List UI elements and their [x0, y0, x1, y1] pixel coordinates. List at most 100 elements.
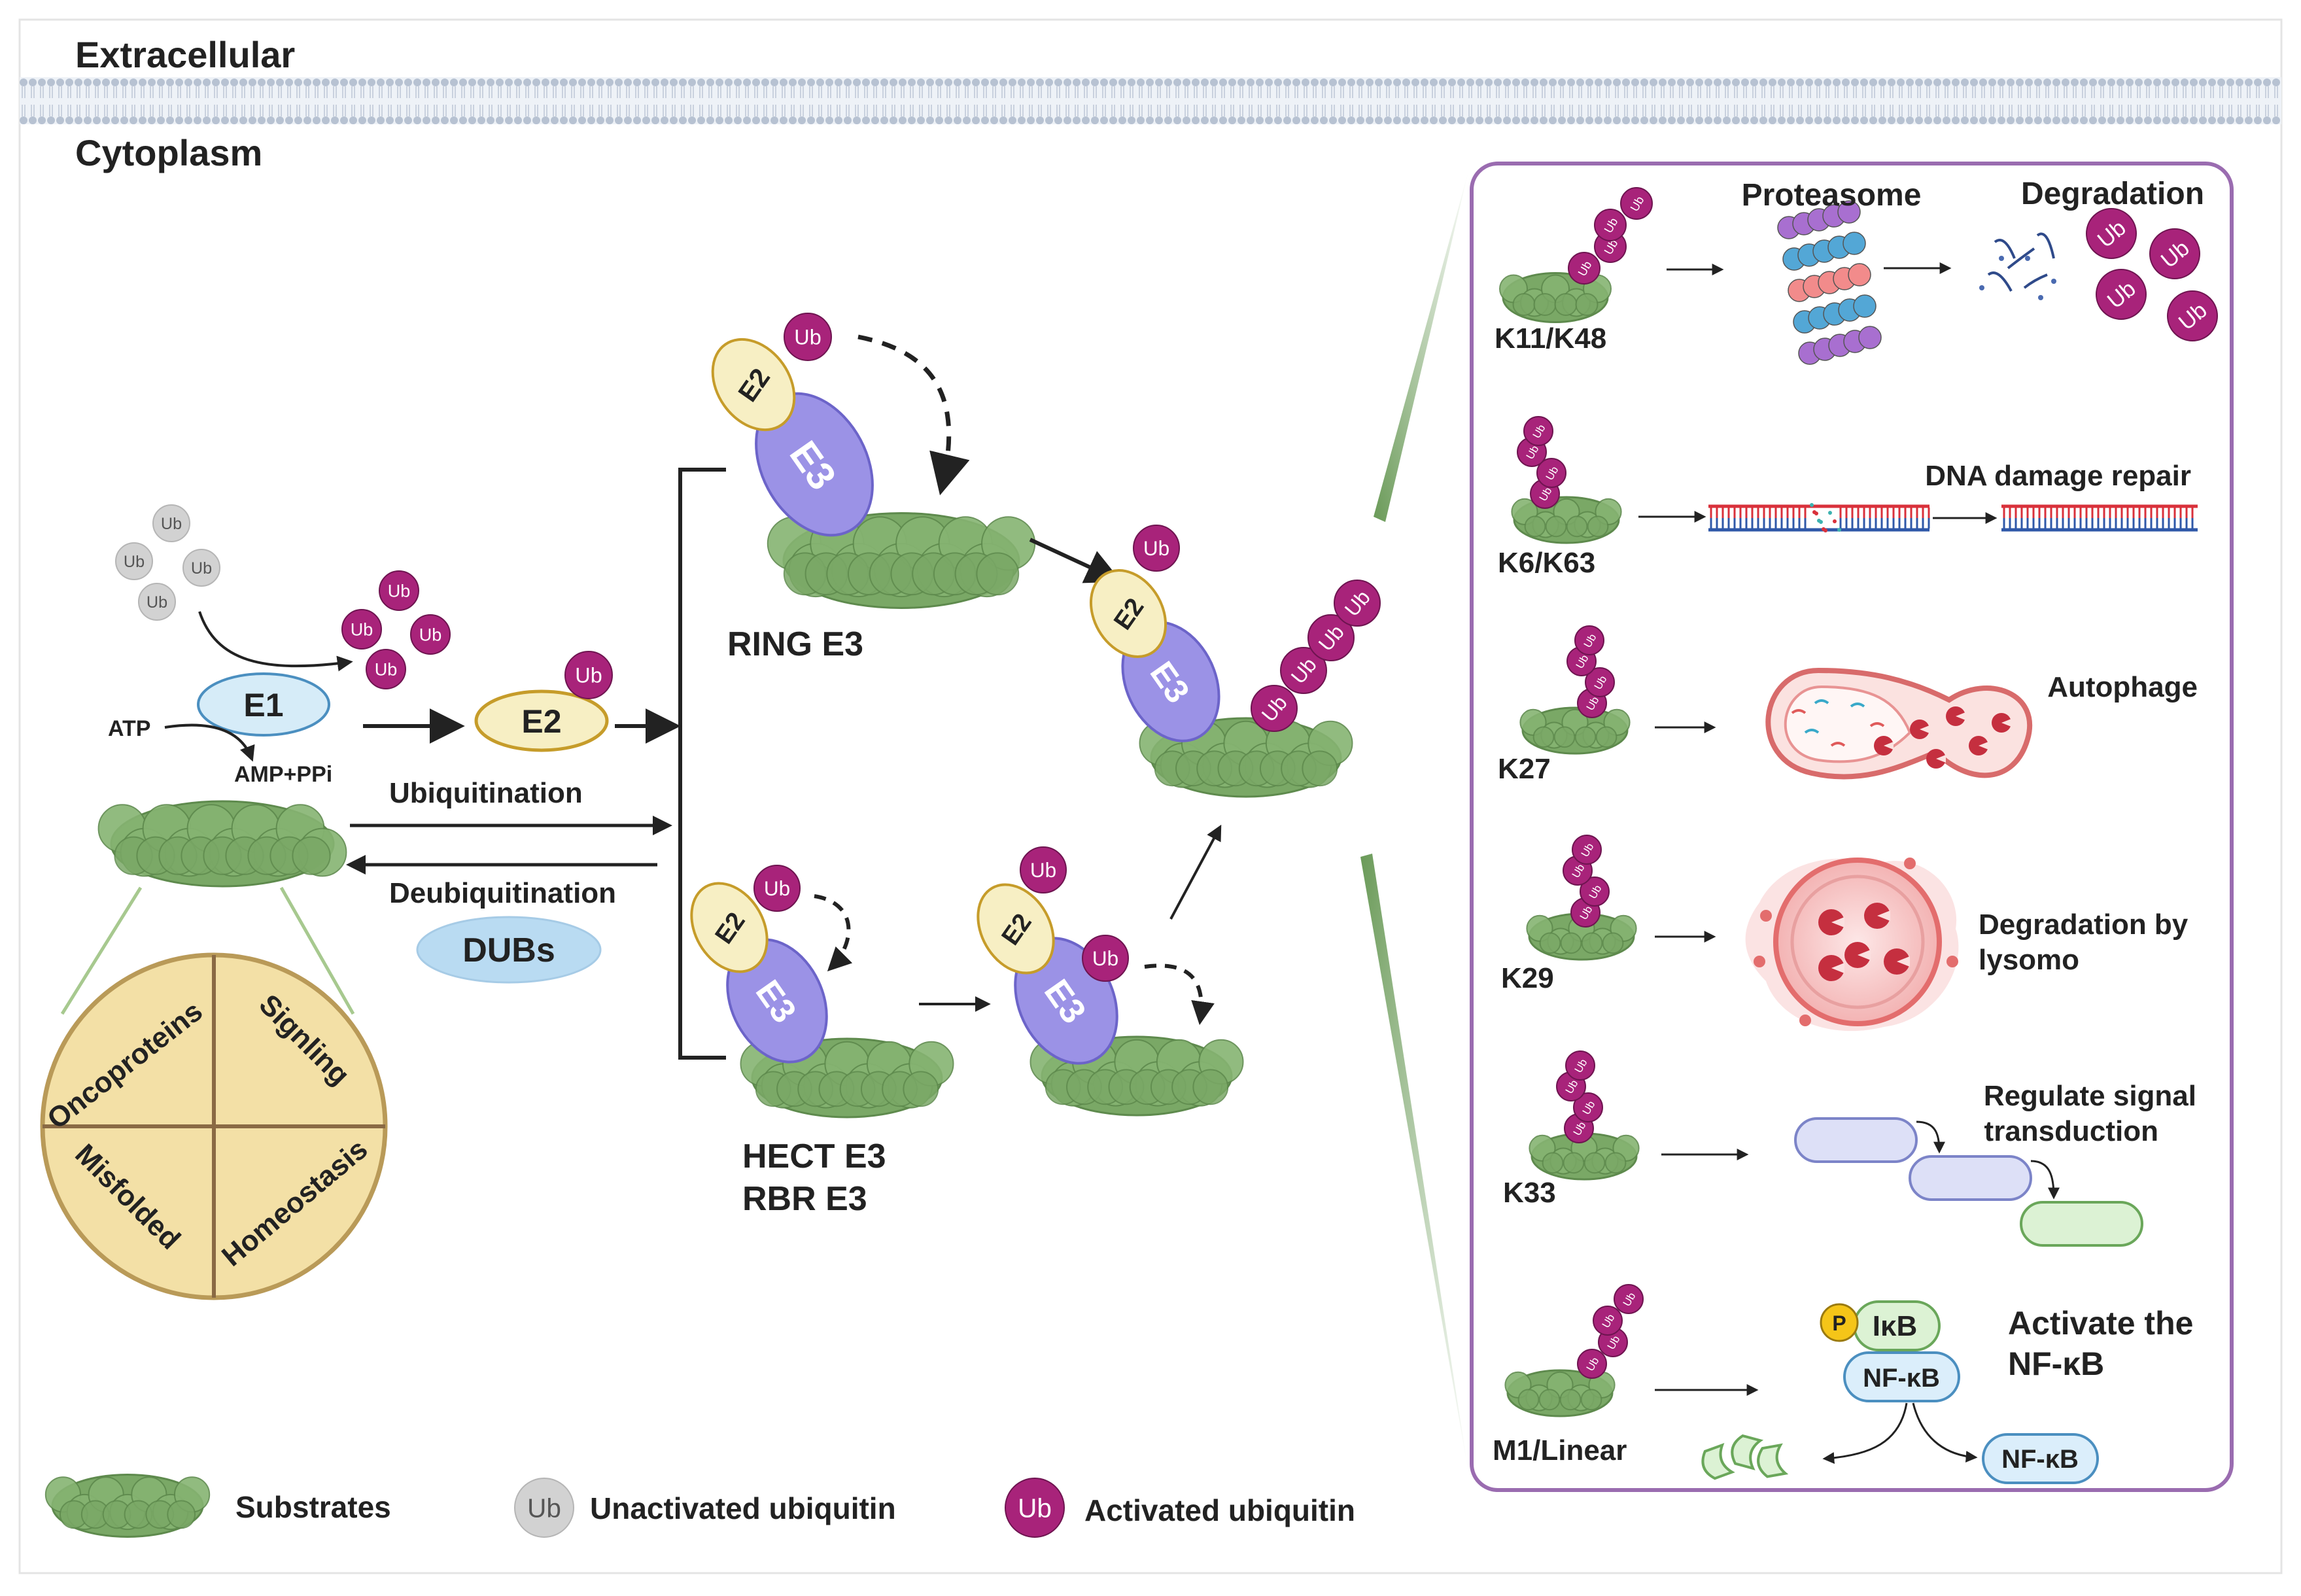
zoom-line-left [60, 886, 143, 1015]
unactivated-ubiquitin-cluster: Ub Ub Ub Ub [115, 504, 220, 621]
phospho-icon [1820, 1303, 1859, 1342]
activated-ubiquitin-icon: Ub [410, 614, 451, 655]
hect-complex-step2: E3 E2 Ub Ub [977, 846, 1244, 1117]
activated-ubiquitin-icon: Ub [784, 313, 832, 361]
panel-zoom-line-top [1374, 171, 1468, 522]
activated-ubiquitin-icon: Ub [2149, 228, 2200, 279]
figure-frame [18, 18, 2283, 1574]
e3-hect-1: E3 [726, 938, 828, 1064]
hect-transfer-arrow-1 [814, 894, 853, 972]
free-nfkb [1982, 1433, 2099, 1484]
substrate-hect-2 [1029, 1035, 1244, 1117]
ring-transfer-arrow [857, 334, 970, 496]
linkage-k6-k63: K6/K63 [1498, 547, 1595, 579]
e2-hect-1: E2 [690, 882, 769, 973]
linkage-m1-linear: M1/Linear [1493, 1434, 1627, 1466]
hect-transfer-arrow-2 [1144, 963, 1215, 1026]
activated-ubiquitin-cluster: Ub Ub Ub Ub [341, 570, 451, 689]
e2-label: E2 [521, 703, 561, 740]
linkage-panel [1470, 162, 2234, 1492]
ub-label: Ub [124, 553, 145, 571]
linkage-k27: K27 [1498, 753, 1551, 785]
lysosome-label-1: Degradation by [1979, 909, 2189, 941]
unactivated-ubiquitin-icon: Ub [514, 1478, 574, 1538]
ring-e3-complex: E3 E2 Ub [711, 313, 1036, 609]
substrate-ring [767, 512, 1036, 609]
degradation-label: Degradation [2021, 177, 2204, 211]
polyubiquitinated-substrate: E3 E2 Ub Ub Ub Ub Ub [1089, 525, 1381, 798]
nfkb-activate-label-1: Activate the [2008, 1305, 2193, 1342]
hect-e3-label: HECT E3 [742, 1137, 886, 1175]
proteasome-label: Proteasome [1742, 178, 1922, 213]
phospho-label: P [1832, 1311, 1846, 1335]
activated-ubiquitin-icon: Ub [1082, 935, 1129, 982]
signal-molecule-2 [1909, 1155, 2032, 1201]
ub-label: Ub [794, 326, 821, 349]
ub-label: Ub [1030, 858, 1056, 882]
hect-complex-step1: E3 E2 Ub [690, 865, 954, 1119]
activated-ubiquitin-icon: Ub [341, 609, 382, 650]
e2-enzyme-charged: E2 Ub [474, 651, 613, 752]
substrate-m1 [1504, 1369, 1616, 1417]
legend-substrate-icon [44, 1474, 211, 1538]
activated-ubiquitin-icon: Ub [2167, 290, 2218, 341]
ikb-label: IκB [1873, 1310, 1918, 1342]
activated-ubiquitin-icon: Ub [2096, 269, 2147, 320]
activated-ubiquitin-icon: Ub [1020, 846, 1067, 893]
damaged-dna-icon [1708, 503, 1930, 532]
substrate-types-circle: Oncoproteins Signling Misfolded Homeosta… [40, 952, 388, 1300]
substrate-main [97, 800, 347, 888]
substrate-k11 [1499, 272, 1612, 323]
cell-membrane [20, 77, 2281, 124]
rbr-e3-label: RBR E3 [742, 1180, 867, 1218]
unactivated-ubiquitin-icon: Ub [152, 504, 190, 542]
extracellular-label: Extracellular [75, 34, 295, 75]
ub-label: Ub [1018, 1493, 1052, 1523]
ub-label: Ub [575, 664, 602, 687]
unactivated-ubiquitin-icon: Ub [182, 549, 220, 587]
ub-label: Ub [1143, 536, 1169, 560]
e3-bracket [678, 468, 726, 1060]
e2-product: E2 [1089, 569, 1168, 658]
dna-repair-label: DNA damage repair [1925, 460, 2191, 492]
panel-zoom-line-bottom [1360, 854, 1468, 1472]
signal-label-2: transduction [1984, 1115, 2158, 1147]
activated-ubiquitin-icon: Ub [753, 865, 801, 912]
legend-activated: Activated ubiquitin [1084, 1493, 1355, 1527]
nfkb-complex [1843, 1351, 1960, 1402]
activated-ubiquitin-icon: Ub [1307, 614, 1355, 661]
activated-ubiquitin-icon: Ub [1280, 647, 1327, 694]
e1-label: E1 [243, 687, 283, 723]
ub-label: Ub [388, 581, 411, 601]
hect-to-product-arrow [1169, 824, 1222, 920]
activated-ubiquitin-icon: Ub [379, 570, 419, 611]
e2-ring: E2 [711, 338, 796, 432]
lysosome-icon [1745, 858, 1959, 1032]
ub-label: Ub [764, 876, 790, 900]
ring-to-product-arrow [1029, 538, 1122, 583]
ub-label: Ub [419, 625, 442, 645]
activated-ubiquitin-icon: Ub [1334, 580, 1381, 627]
unactivated-ubiquitin-icon: Ub [115, 542, 153, 580]
ub-label: Ub [527, 1493, 561, 1523]
substrate-k6 [1511, 496, 1622, 544]
deubiquitination-label: Deubiquitination [389, 877, 616, 909]
ub-label: Ub [375, 660, 398, 680]
amp-label: AMP+PPi [234, 762, 332, 787]
e3-ring: E3 [755, 392, 874, 537]
activated-ubiquitin-icon: Ub [366, 649, 406, 689]
substrate-k27 [1519, 706, 1631, 755]
